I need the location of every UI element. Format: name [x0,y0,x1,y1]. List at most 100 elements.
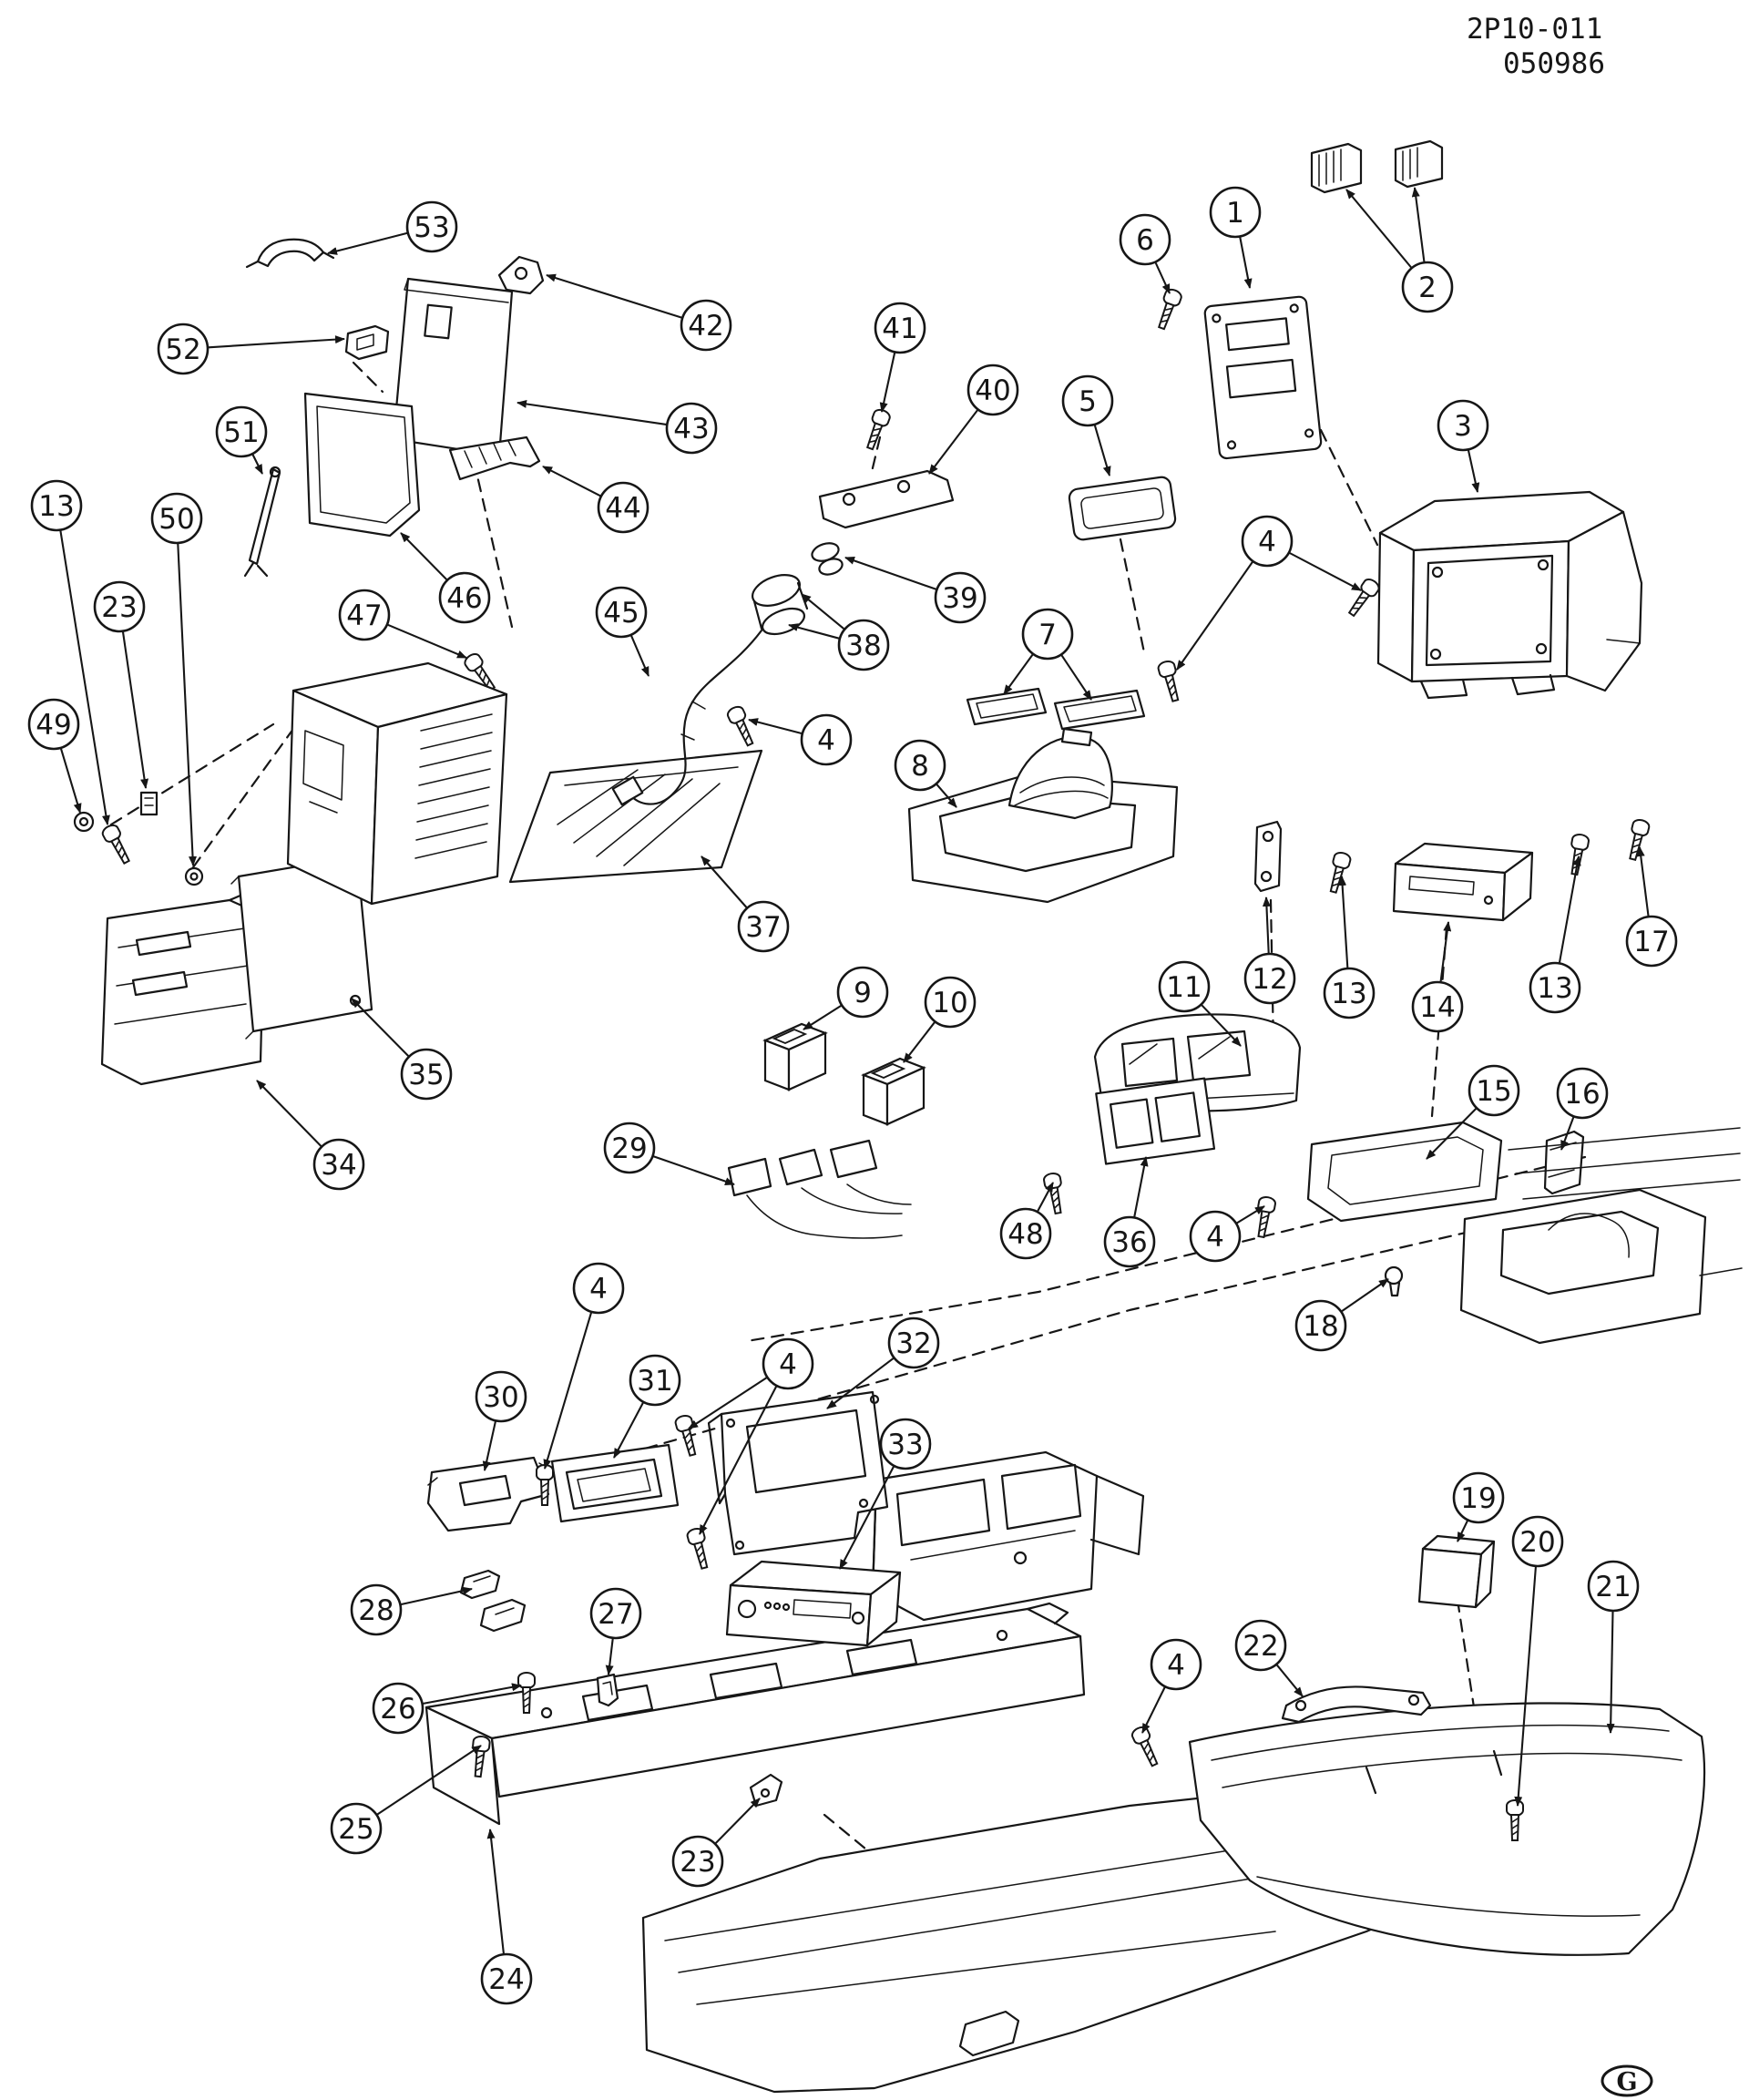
callout-13: 13 [1529,855,1581,1014]
callout-8: 8 [894,739,957,808]
callout-circle-4 [762,1337,814,1390]
callout-25: 25 [330,1745,482,1855]
callout-circle-25 [330,1802,383,1855]
part-9-switch [763,1022,827,1091]
callout-number: 35 [408,1059,444,1091]
callout-number: 4 [589,1273,608,1306]
callout-17: 17 [1625,846,1678,968]
callout-circle-7 [1021,608,1074,661]
part-15-tray [1306,1121,1503,1223]
callout-circle-41 [874,302,926,354]
callout-number: 49 [36,709,71,742]
callout-39: 39 [844,557,987,624]
callout-number: 12 [1252,963,1287,996]
callout-circle-39 [934,571,987,624]
part-19-box [1417,1534,1496,1609]
callout-30: 30 [475,1370,527,1471]
callout-15: 15 [1426,1064,1520,1160]
part-42-bracket [497,255,545,295]
callout-number: 39 [942,582,977,615]
part-13-screw-b [1325,850,1353,896]
callout-circle-28 [350,1583,403,1636]
callout-6: 6 [1119,213,1171,294]
part-12-bracket [1253,820,1283,893]
callout-28: 28 [350,1583,473,1636]
callout-5: 5 [1061,374,1114,476]
part-31-bezel [550,1443,680,1523]
callout-number: 50 [159,503,194,536]
callout-number: 19 [1460,1482,1496,1515]
callout-number: 53 [414,211,449,244]
callout-circle-4 [800,713,853,766]
part-22-strap [1281,1685,1432,1724]
callout-11: 11 [1158,960,1242,1047]
callout-40: 40 [928,364,1019,475]
callout-44: 44 [542,466,649,534]
callout-circle-51 [215,405,268,458]
callout-circle-12 [1243,952,1296,1005]
part-5-pad [1068,476,1177,541]
callout-number: 1 [1226,197,1244,230]
callout-number: 47 [346,599,382,632]
callout-34: 34 [256,1080,365,1191]
callout-circle-4 [572,1262,625,1315]
callout-circle-48 [999,1207,1052,1260]
callout-number: 7 [1038,619,1057,651]
callout-circle-33 [879,1418,932,1470]
callout-number: 24 [488,1963,524,1996]
callout-number: 26 [380,1693,415,1726]
callout-circle-40 [967,364,1019,416]
callout-number: 10 [932,987,967,1019]
callout-number: 31 [637,1365,672,1398]
document-date: 050986 [1503,47,1605,80]
part-console-rear [1459,1127,1743,1345]
callout-number: 6 [1136,224,1154,257]
callout-2: 2 [1345,187,1454,313]
part-23-clip-b [749,1773,783,1808]
callout-number: 13 [1331,978,1366,1010]
callout-circle-53 [405,200,458,253]
callout-46: 46 [400,532,491,624]
callout-circle-19 [1452,1471,1505,1524]
callout-4: 4 [748,713,853,766]
callout-22: 22 [1234,1619,1304,1697]
callout-45: 45 [595,586,649,677]
callout-37: 37 [701,855,790,953]
callout-43: 43 [517,399,718,455]
callout-number: 22 [1243,1630,1278,1663]
callout-24: 24 [480,1829,533,2005]
callout-number: 45 [603,597,639,630]
callout-number: 46 [446,582,482,615]
callout-circle-29 [603,1122,656,1174]
callout-number: 32 [895,1327,931,1360]
part-36-bezel [1095,1077,1216,1165]
part-14-module [1392,842,1534,922]
callout-circle-27 [589,1587,642,1640]
callout-circle-4 [1241,515,1294,568]
callout-circle-5 [1061,374,1114,427]
callout-number: 15 [1476,1075,1511,1108]
part-7-pads [966,687,1146,731]
callout-circle-8 [894,739,946,792]
part-46-panel [303,392,421,538]
callout-number: 28 [358,1594,394,1627]
callout-circle-43 [665,402,718,455]
callout-38: 38 [788,593,890,671]
part-16-bracket [1543,1130,1585,1195]
callout-4: 4 [543,1262,625,1470]
callout-circle-1 [1209,186,1262,239]
callout-number: 13 [38,490,74,523]
callout-circle-3 [1437,399,1489,452]
callout-20: 20 [1511,1515,1564,1807]
part-4-screw-c [1252,1194,1277,1240]
callout-circle-20 [1511,1515,1564,1568]
callout-number: 23 [101,591,137,624]
part-3-console [1376,490,1643,700]
part-52-bracket [344,324,390,361]
callout-number: 30 [483,1381,518,1414]
callout-4: 4 [688,1337,814,1535]
part-39-socket-ring [811,542,844,576]
callout-33: 33 [839,1418,932,1570]
callout-circle-9 [836,966,889,1019]
callout-number: 44 [605,492,640,525]
